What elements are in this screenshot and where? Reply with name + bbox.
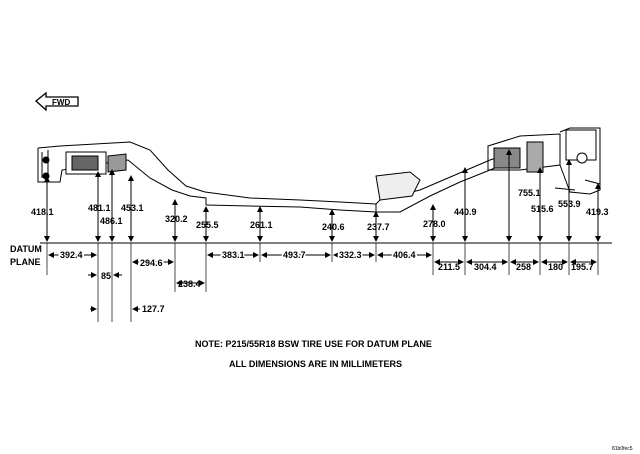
hdim-label: 406.4 bbox=[393, 250, 416, 260]
vdim-label: 419.3 bbox=[586, 207, 609, 217]
vdim-label: 261.1 bbox=[250, 220, 273, 230]
hdim-label: 294.6 bbox=[140, 258, 163, 268]
extension-lines bbox=[46, 243, 599, 322]
hdim-label: 493.7 bbox=[283, 250, 306, 260]
figure-id: 81b0fec5 bbox=[612, 446, 633, 452]
note-tire: NOTE: P215/55R18 BSW TIRE USE FOR DATUM … bbox=[195, 339, 432, 349]
vdim-label: 255.5 bbox=[196, 220, 219, 230]
vertical-dimension-labels: 418.1 481.1 486.1 453.1 320.2 255.5 261.… bbox=[31, 188, 609, 232]
vdim-label: 553.9 bbox=[558, 199, 581, 209]
hdim-label: 392.4 bbox=[60, 250, 83, 260]
vdim-label: 486.1 bbox=[100, 216, 123, 226]
horizontal-dimension-labels: 392.4 294.6 383.1 493.7 332.3 406.4 211.… bbox=[59, 249, 594, 273]
hdim-label: 195.7 bbox=[571, 262, 594, 272]
vertical-dimension-arrows bbox=[44, 149, 601, 242]
lower-dimension-arrows bbox=[88, 272, 205, 312]
hdim-label: 211.5 bbox=[438, 262, 460, 272]
fwd-label: FWD bbox=[52, 98, 70, 107]
note-units: ALL DIMENSIONS ARE IN MILLIMETERS bbox=[229, 359, 402, 369]
vdim-label: 320.2 bbox=[165, 214, 188, 224]
vdim-label: 481.1 bbox=[88, 203, 111, 213]
vdim-label: 278.0 bbox=[423, 219, 446, 229]
horizontal-dimension-arrows bbox=[48, 252, 597, 265]
hdim-label: 304.4 bbox=[474, 262, 497, 272]
datum-label-line1: DATUM bbox=[10, 244, 42, 254]
vdim-label: 515.6 bbox=[531, 204, 554, 214]
vehicle-frame-drawing bbox=[37, 127, 601, 213]
ldim-label: 238.4 bbox=[178, 279, 201, 289]
ldim-label: 85 bbox=[101, 271, 111, 281]
vdim-label: 440.9 bbox=[454, 207, 477, 217]
hdim-label: 383.1 bbox=[222, 250, 245, 260]
vdim-label: 240.6 bbox=[322, 222, 345, 232]
datum-label-line2: PLANE bbox=[10, 257, 41, 267]
hdim-label: 180 bbox=[548, 262, 563, 272]
vdim-label: 755.1 bbox=[518, 188, 541, 198]
vdim-label: 453.1 bbox=[121, 203, 144, 213]
vdim-label: 418.1 bbox=[31, 207, 54, 217]
ldim-label: 127.7 bbox=[142, 304, 165, 314]
fwd-arrow-icon: FWD bbox=[34, 91, 79, 112]
vdim-label: 237.7 bbox=[367, 222, 390, 232]
hdim-label: 258 bbox=[516, 262, 531, 272]
hdim-label: 332.3 bbox=[339, 250, 362, 260]
